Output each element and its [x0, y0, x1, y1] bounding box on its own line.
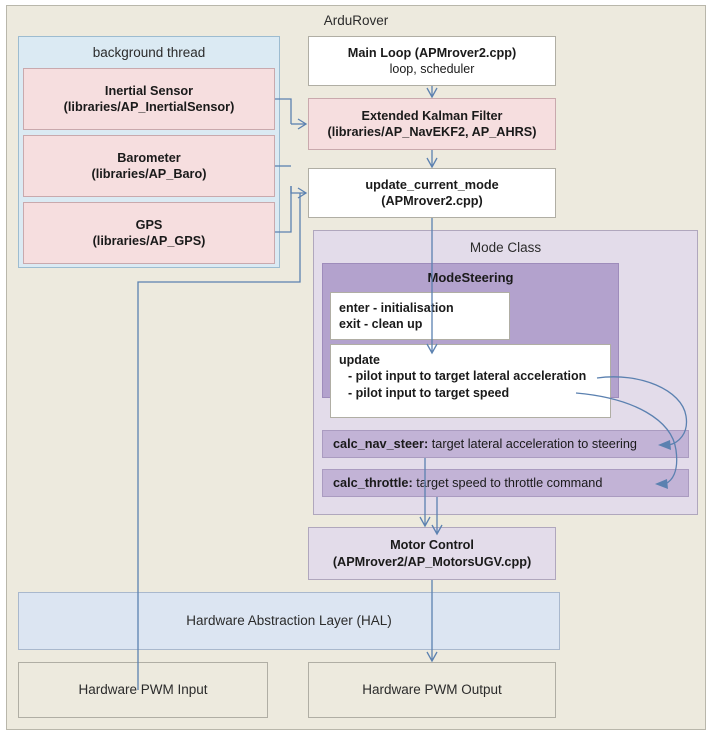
sensor-name: Barometer — [117, 150, 181, 165]
exit-line: exit - clean up — [339, 317, 423, 331]
mode-class-label: Mode Class — [469, 240, 542, 255]
calc-nav-steer-name: calc_nav_steer: — [333, 436, 429, 451]
enter-line: enter - initialisation — [339, 300, 454, 315]
sensor-path: (libraries/AP_GPS) — [92, 234, 206, 248]
pwm-output-label: Hardware PWM Output — [362, 682, 502, 698]
sensor-name: Inertial Sensor — [104, 83, 194, 98]
sensor-box-gps[interactable]: GPS (libraries/AP_GPS) — [23, 202, 275, 264]
diagram-title: ArduRover — [323, 13, 389, 28]
hal-label: Hardware Abstraction Layer (HAL) — [186, 613, 392, 629]
hardware-pwm-output-box[interactable]: Hardware PWM Output — [308, 662, 556, 718]
calc-throttle-name: calc_throttle: — [333, 475, 413, 490]
sensor-path: (libraries/AP_Baro) — [91, 167, 207, 181]
sensor-box-inertial-sensor[interactable]: Inertial Sensor (libraries/AP_InertialSe… — [23, 68, 275, 130]
main-loop-title: Main Loop (APMrover2.cpp) — [347, 45, 517, 60]
main-loop-box[interactable]: Main Loop (APMrover2.cpp) loop, schedule… — [308, 36, 556, 86]
sensor-box-barometer[interactable]: Barometer (libraries/AP_Baro) — [23, 135, 275, 197]
mode-steering-title: ModeSteering — [427, 270, 514, 285]
ekf-path: (libraries/AP_NavEKF2, AP_AHRS) — [327, 125, 537, 139]
calc-nav-steer-desc: target lateral acceleration to steering — [428, 436, 637, 451]
update-current-mode-path: (APMrover2.cpp) — [381, 194, 483, 208]
motor-control-box[interactable]: Motor Control (APMrover2/AP_MotorsUGV.cp… — [308, 527, 556, 580]
sensor-path: (libraries/AP_InertialSensor) — [63, 100, 235, 114]
enter-exit-box[interactable]: enter - initialisation exit - clean up — [330, 292, 510, 340]
motor-control-path: (APMrover2/AP_MotorsUGV.cpp) — [332, 554, 532, 569]
pwm-input-label: Hardware PWM Input — [78, 682, 208, 698]
update-current-mode-box[interactable]: update_current_mode (APMrover2.cpp) — [308, 168, 556, 218]
update-method-box[interactable]: update - pilot input to target lateral a… — [330, 344, 611, 418]
calc-nav-steer-text: calc_nav_steer: target lateral accelerat… — [333, 436, 637, 453]
update-title: update — [339, 353, 380, 367]
hardware-pwm-input-box[interactable]: Hardware PWM Input — [18, 662, 268, 718]
sensor-name: GPS — [135, 217, 163, 232]
calc-throttle-text: calc_throttle: target speed to throttle … — [333, 475, 602, 492]
calc-nav-steer-bar[interactable]: calc_nav_steer: target lateral accelerat… — [322, 430, 689, 458]
background-thread-label: background thread — [92, 45, 206, 60]
main-loop-subtitle: loop, scheduler — [389, 62, 475, 77]
motor-control-title: Motor Control — [390, 538, 474, 552]
update-bullet-target-speed: - pilot input to target speed — [348, 385, 510, 400]
update-bullet-lateral-acceleration: - pilot input to target lateral accelera… — [348, 369, 587, 384]
update-current-mode-title: update_current_mode — [365, 177, 499, 192]
extended-kalman-filter-box[interactable]: Extended Kalman Filter (libraries/AP_Nav… — [308, 98, 556, 150]
ekf-title: Extended Kalman Filter — [361, 108, 503, 123]
hal-bar[interactable]: Hardware Abstraction Layer (HAL) — [18, 592, 560, 650]
calc-throttle-desc: target speed to throttle command — [412, 475, 603, 490]
calc-throttle-bar[interactable]: calc_throttle: target speed to throttle … — [322, 469, 689, 497]
